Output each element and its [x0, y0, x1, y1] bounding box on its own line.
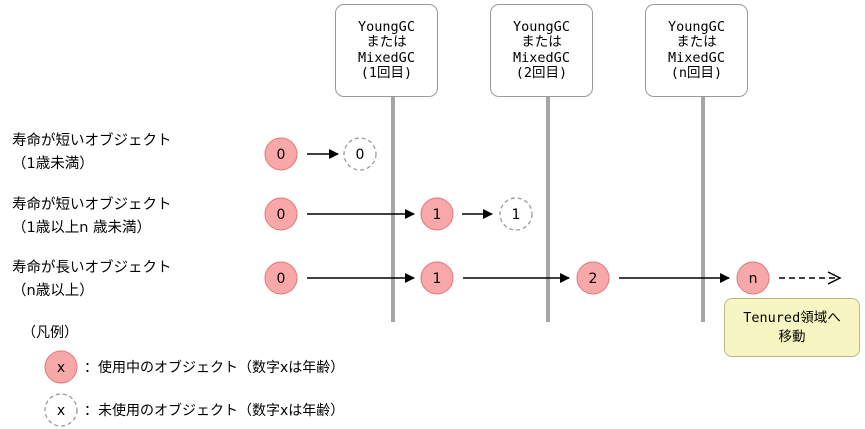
legend-unused-symbol: x: [44, 393, 78, 427]
gc-box-line: YoungGC: [358, 18, 415, 35]
row-label-long-lived: 寿命が長いオブジェクト （n歳以上）: [12, 257, 172, 303]
svg-text:1: 1: [433, 207, 442, 223]
row-label-short-lived-1-to-n: 寿命が短いオブジェクト （1歳以上n 歳未満）: [12, 194, 172, 240]
gc-box-line: MixedGC: [513, 49, 570, 66]
svg-text:1: 1: [433, 271, 442, 287]
legend-in-use-text: ：使用中のオブジェクト（数字xは年齢）: [84, 360, 345, 376]
object-in-use-r3-0: 0: [264, 261, 298, 295]
object-in-use-r2-0: 0: [264, 197, 298, 231]
svg-text:n: n: [749, 271, 758, 287]
svg-text:2: 2: [589, 271, 598, 287]
svg-text:0: 0: [277, 147, 286, 163]
legend-title: （凡例）: [22, 325, 78, 341]
gc-box-line: (2回目): [515, 65, 568, 81]
object-in-use-r3-n: n: [736, 261, 770, 295]
gc-box-line: または: [676, 34, 717, 50]
gc-box-line: (n回目): [670, 65, 723, 81]
row-label-age: （1歳以上n 歳未満）: [12, 220, 152, 236]
tenured-region-box: Tenured領域へ 移動: [724, 298, 860, 357]
tenured-box-line: 移動: [778, 328, 806, 345]
gc-box-line: または: [366, 34, 407, 50]
row-label-short-lived-under-1: 寿命が短いオブジェクト （1歳未満）: [12, 130, 172, 176]
row-label-title: 寿命が長いオブジェクト: [12, 260, 172, 276]
tenured-box-line: Tenured領域へ: [743, 309, 841, 326]
object-in-use-r3-1: 1: [420, 261, 454, 295]
gc-box-line: MixedGC: [668, 49, 725, 66]
object-in-use-r1-0: 0: [264, 137, 298, 171]
svg-text:0: 0: [277, 271, 286, 287]
object-in-use-r3-2: 2: [576, 261, 610, 295]
svg-text:x: x: [57, 360, 65, 376]
gc-box-line: YoungGC: [513, 18, 570, 35]
gc-box-line: または: [521, 34, 562, 50]
gc-event-box-n: YoungGC または MixedGC (n回目): [645, 4, 748, 97]
gc-event-box-1: YoungGC または MixedGC (1回目): [335, 4, 438, 97]
row-label-title: 寿命が短いオブジェクト: [12, 197, 172, 213]
svg-text:1: 1: [512, 207, 521, 223]
gc-box-line: MixedGC: [358, 49, 415, 66]
row-label-age: （1歳未満）: [12, 156, 94, 172]
row-label-age: （n歳以上）: [12, 283, 94, 299]
svg-text:0: 0: [277, 207, 286, 223]
legend-unused-text: ：未使用のオブジェクト（数字xは年齢）: [84, 403, 345, 419]
object-unused-r2-1: 1: [499, 197, 533, 231]
svg-text:x: x: [57, 403, 65, 419]
row-label-title: 寿命が短いオブジェクト: [12, 133, 172, 149]
object-unused-r1-0: 0: [343, 137, 377, 171]
gc-box-line: (1回目): [360, 65, 413, 81]
object-in-use-r2-1: 1: [420, 197, 454, 231]
gc-box-line: YoungGC: [668, 18, 725, 35]
legend-in-use-symbol: x: [44, 350, 78, 384]
arrow-r3-dashed-head: [827, 271, 842, 285]
svg-text:0: 0: [356, 147, 365, 163]
gc-event-box-2: YoungGC または MixedGC (2回目): [490, 4, 593, 97]
